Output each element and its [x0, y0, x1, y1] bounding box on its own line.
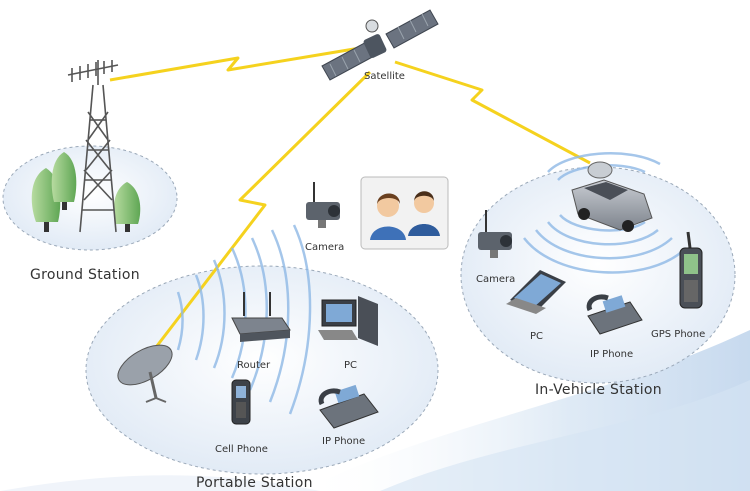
router-label: Router — [237, 360, 271, 371]
ip-phone-icon — [318, 384, 379, 429]
router-icon — [231, 292, 291, 342]
person-icon — [408, 191, 440, 236]
tower-icon — [67, 60, 119, 233]
camera-vehicle-label: Camera — [476, 274, 515, 285]
satellite-dish-icon — [117, 344, 173, 403]
cell-phone-label: Cell Phone — [215, 444, 268, 455]
satellite-icon — [321, 9, 439, 81]
ip-phone-vehicle-label: IP Phone — [590, 349, 633, 360]
pc-portable-label: PC — [344, 360, 357, 371]
camera-icon — [478, 210, 512, 258]
vehicle-station-label: In-Vehicle Station — [535, 382, 662, 398]
tree-icon — [51, 152, 77, 210]
cell-phone-icon — [231, 379, 251, 425]
people-panel — [360, 176, 449, 250]
wireless-waves-portable — [176, 224, 312, 415]
portable-station-label: Portable Station — [196, 475, 313, 491]
satellite-label: Satellite — [364, 71, 405, 82]
ground-station-label: Ground Station — [30, 267, 140, 283]
camera-icon — [306, 182, 340, 228]
car-icon — [571, 161, 653, 232]
satellite-links — [109, 46, 591, 356]
gps-phone-label: GPS Phone — [651, 329, 705, 340]
ip-phone-icon — [586, 294, 643, 335]
background-swoosh — [0, 330, 750, 491]
gps-phone-icon — [679, 231, 703, 309]
tree-icon — [113, 182, 141, 232]
link-tower-satellite — [109, 46, 361, 82]
ground-station-zone — [2, 145, 178, 251]
ip-phone-portable-label: IP Phone — [322, 436, 365, 447]
pc-vehicle-label: PC — [530, 331, 543, 342]
link-satellite-portable — [148, 70, 372, 356]
laptop-icon — [506, 270, 566, 314]
pc-icon — [318, 296, 378, 346]
person-icon — [370, 193, 406, 240]
camera-portable-label: Camera — [305, 242, 344, 253]
link-satellite-vehicle — [394, 60, 591, 165]
